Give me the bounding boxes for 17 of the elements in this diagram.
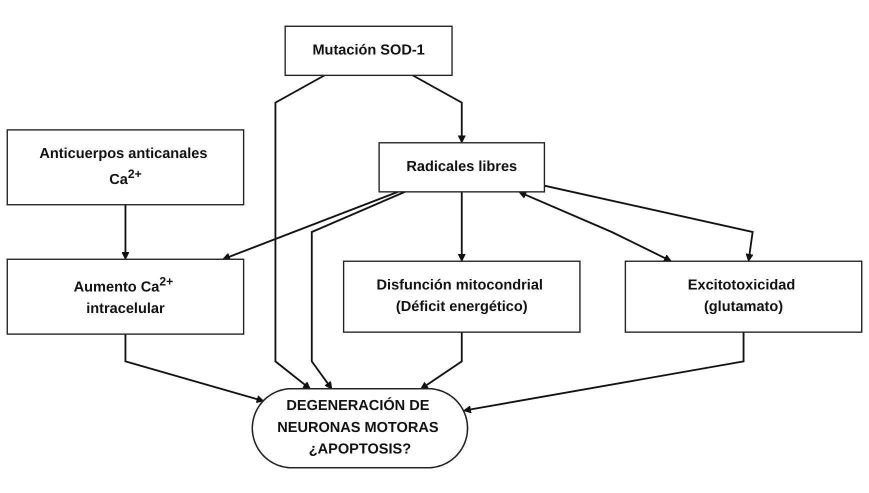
- arrow: [544, 184, 754, 262]
- arrow: [222, 190, 398, 260]
- node-box: Anticuerpos anticanales Ca$^{2+}$: [6, 128, 244, 205]
- arrow: [310, 190, 406, 389]
- arrow: [121, 204, 130, 260]
- arrow: [420, 332, 463, 389]
- node-box: Disfunción mitocondrial (Déficit energético): [342, 260, 581, 332]
- node-box: Mutación SOD-1: [284, 25, 453, 76]
- arrow: [518, 190, 672, 262]
- arrow: [124, 334, 264, 402]
- arrow: [458, 191, 466, 262]
- node-box: Radicales libres: [378, 142, 546, 192]
- arrow: [463, 332, 744, 413]
- node-box: Aumento Ca$^{2+}$ intracelular: [6, 258, 244, 334]
- arrow: [274, 74, 325, 389]
- node-box: Excitotoxicidad (glutamato): [624, 260, 862, 332]
- arrow: [412, 74, 466, 143]
